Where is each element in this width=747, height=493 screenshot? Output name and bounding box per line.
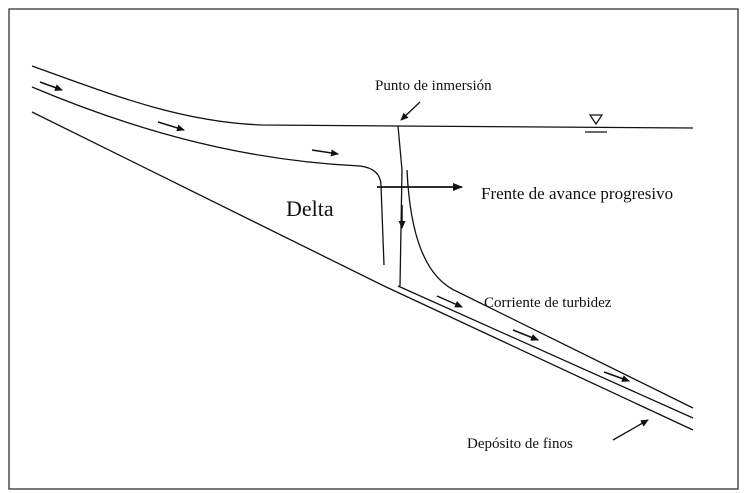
flow-arrow [157,121,185,132]
fines-deposit-pointer [612,419,649,441]
fines-deposit-label: Depósito de finos [467,436,573,452]
delta-bed-line [31,111,694,431]
flow-arrow [311,149,339,157]
figure-frame [8,8,739,490]
advancing-front-label: Frente de avance progresivo [481,184,673,203]
water-surface-line [31,65,694,129]
turbidity-current-label: Corriente de turbidez [484,295,612,311]
turbidity-flow-arrow [603,371,630,382]
water-level-triangle-icon [585,114,607,133]
turbidity-flow-arrow [512,329,539,341]
turbidity-current-lower [397,285,694,419]
flow-arrow [39,81,63,91]
plunge-front-line [397,125,403,287]
inflow-lower-boundary [31,86,385,266]
turbidity-flow-arrow [436,295,463,308]
plunge-point-label: Punto de inmersión [375,78,492,94]
turbidity-current-upper [406,169,694,409]
delta-label: Delta [286,196,334,221]
plunge-point-pointer [400,101,421,121]
